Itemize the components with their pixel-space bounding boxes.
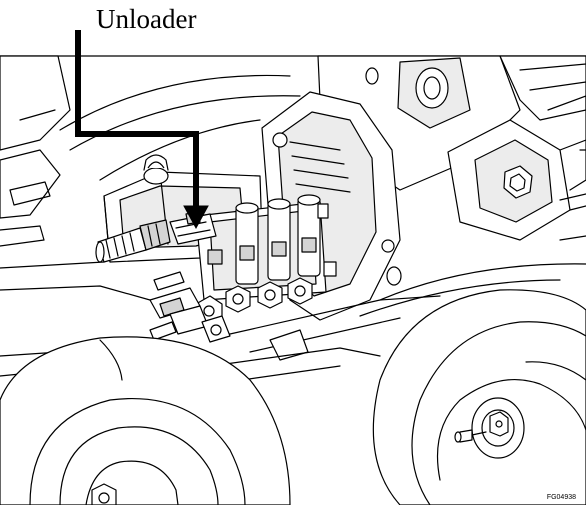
- right-side-block: [447, 95, 586, 241]
- unloader-callout-label: Unloader: [96, 4, 197, 34]
- cylinder-2: [267, 198, 291, 281]
- cylinder-1: [235, 202, 259, 285]
- cylinder-3: [297, 194, 321, 277]
- pump-manifold: [195, 194, 337, 301]
- left-frame-structure: [0, 55, 71, 247]
- left-wheel: [0, 336, 291, 505]
- valve-caps: [195, 277, 313, 327]
- figure-code: FG04938: [546, 494, 576, 501]
- right-wheel: [372, 289, 586, 505]
- outlet-fittings: [149, 271, 231, 343]
- inlet-hose-fitting: [95, 219, 171, 263]
- unloader-callout-arrow: [75, 30, 209, 230]
